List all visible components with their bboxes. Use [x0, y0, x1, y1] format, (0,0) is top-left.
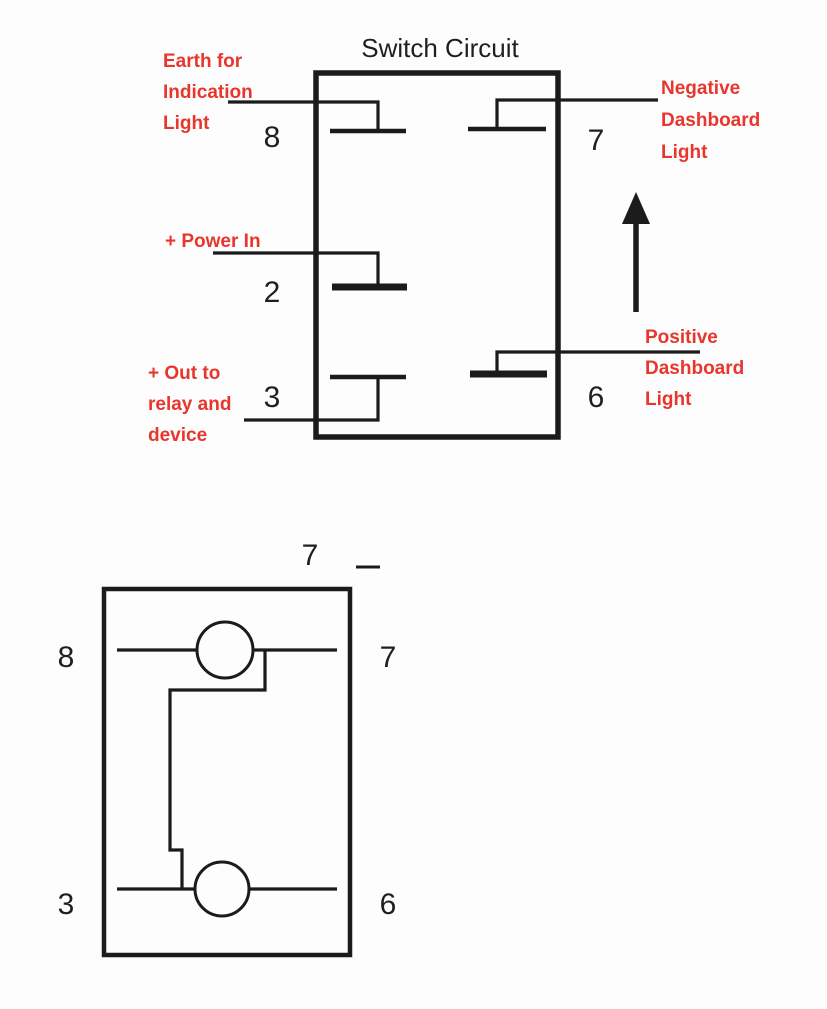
earth-label-line1: Earth for [163, 51, 243, 72]
schematic-pin-8-label: 8 [58, 641, 75, 674]
negative-label-line3: Light [661, 142, 708, 163]
pin-8-label: 8 [264, 121, 281, 154]
out-to-relay-label: + Out to relay and device [148, 363, 231, 446]
up-arrow-head [622, 192, 650, 224]
pin-7-label: 7 [588, 124, 605, 157]
position-marker-7: 7 [302, 539, 319, 572]
out-label-line2: relay and [148, 394, 231, 415]
earth-label-line2: Indication [163, 82, 253, 103]
negative-label-line2: Dashboard [661, 110, 760, 131]
negative-dashboard-label: Negative Dashboard Light [661, 78, 760, 163]
lamp-top-icon [195, 620, 255, 680]
switch-box-outline [313, 70, 561, 440]
positive-label-line3: Light [645, 389, 692, 410]
pin-3-label: 3 [264, 381, 281, 414]
switch-body-outline [101, 586, 353, 958]
pin-6-label: 6 [588, 381, 605, 414]
terminal-6-wire [495, 350, 700, 372]
switch-circuit-diagram: Switch Circuit 8 7 2 3 6 [148, 33, 760, 446]
terminal-2-wire [213, 251, 380, 284]
negative-label-line1: Negative [661, 78, 740, 99]
positive-label-line2: Dashboard [645, 358, 744, 379]
up-arrow-icon [622, 192, 650, 312]
terminal-7-wire [495, 98, 658, 129]
pin-2-label: 2 [264, 276, 281, 309]
schematic-pin-6-label: 6 [380, 888, 397, 921]
schematic-pin-7-label: 7 [380, 641, 397, 674]
crossover-wire [168, 650, 267, 889]
earth-indication-label: Earth for Indication Light [163, 51, 253, 134]
diagram-title: Switch Circuit [361, 33, 519, 63]
terminal-8-wire [228, 100, 380, 130]
lamp-bottom-icon [193, 860, 251, 918]
switch-internal-schematic: 7 8 7 3 6 [58, 539, 397, 958]
terminal-3-wire [244, 377, 380, 422]
earth-label-line3: Light [163, 113, 210, 134]
power-in-label: + Power In [165, 231, 261, 252]
schematic-pin-3-label: 3 [58, 888, 75, 921]
positive-dashboard-label: Positive Dashboard Light [645, 327, 744, 410]
out-label-line1: + Out to [148, 363, 220, 384]
positive-label-line1: Positive [645, 327, 718, 348]
out-label-line3: device [148, 425, 207, 446]
